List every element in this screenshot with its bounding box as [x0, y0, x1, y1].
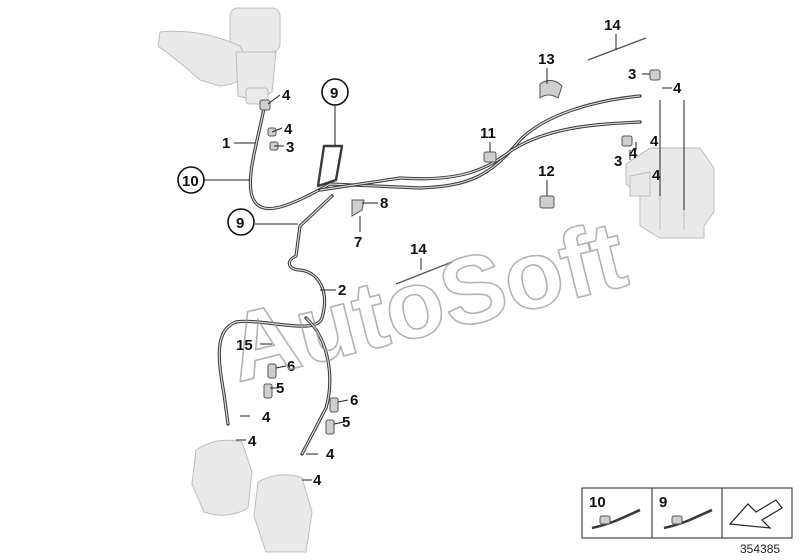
callout-circle-10 — [177, 166, 205, 194]
bracket-7 — [351, 199, 365, 217]
callout-4h: 4 — [248, 433, 257, 450]
grommet-11 — [483, 151, 497, 163]
callout-5b: 5 — [342, 414, 350, 431]
callout-6b: 6 — [350, 392, 358, 409]
master-cylinder-ghost — [157, 7, 281, 105]
callout-15: 15 — [236, 337, 253, 354]
abs-unit-ghost — [625, 147, 715, 239]
small-parts — [259, 37, 661, 435]
callout-2: 2 — [338, 282, 346, 299]
callout-9a: 9 — [330, 85, 338, 102]
callout-10: 10 — [182, 173, 199, 190]
callout-3c: 3 — [614, 153, 622, 170]
watermark-text: AutoSoft — [217, 201, 636, 403]
document-number: 354385 — [740, 542, 780, 556]
callout-5a: 5 — [276, 380, 284, 397]
callout-circle-9a — [321, 78, 349, 106]
callout-3b: 3 — [628, 66, 636, 83]
callout-4d: 4 — [650, 133, 659, 150]
callout-4c: 4 — [673, 80, 682, 97]
legend-label-9: 9 — [659, 494, 667, 511]
view-arrow-icon — [728, 499, 783, 529]
cable-tie-14a — [587, 37, 647, 61]
callout-9b: 9 — [236, 215, 244, 232]
callout-14b: 14 — [410, 241, 427, 258]
callout-8: 8 — [380, 195, 388, 212]
cable-tie-14b — [395, 261, 453, 285]
legend-box-10 — [581, 487, 653, 539]
callout-4j: 4 — [313, 472, 322, 489]
callout-4e: 4 — [629, 145, 638, 162]
legend: 10 9 — [581, 487, 793, 539]
callout-7: 7 — [354, 234, 362, 251]
clamp-13 — [539, 80, 563, 99]
callout-4g: 4 — [262, 409, 271, 426]
callout-circle-9b — [227, 208, 255, 236]
legend-box-9 — [651, 487, 723, 539]
legend-label-10: 10 — [589, 494, 606, 511]
clip-12 — [539, 195, 555, 209]
callout-12: 12 — [538, 163, 555, 180]
callout-11: 11 — [480, 125, 496, 142]
callout-4i: 4 — [326, 446, 335, 463]
circled-callouts — [177, 78, 349, 236]
callout-6a: 6 — [287, 358, 295, 375]
callout-4f: 4 — [652, 167, 661, 184]
callout-13: 13 — [538, 51, 555, 68]
callout-1: 1 — [222, 135, 230, 152]
callout-4a: 4 — [282, 87, 291, 104]
leader-lines — [197, 34, 685, 481]
callout-14a: 14 — [604, 17, 621, 34]
brake-calipers-ghost — [191, 439, 313, 553]
callout-4b: 4 — [284, 121, 293, 138]
brake-pipes — [217, 94, 642, 456]
callout-3a: 3 — [286, 139, 294, 156]
callout-labels: 1 2 3 3 3 4 4 4 4 4 4 4 4 4 4 5 5 6 6 7 … — [182, 17, 682, 489]
